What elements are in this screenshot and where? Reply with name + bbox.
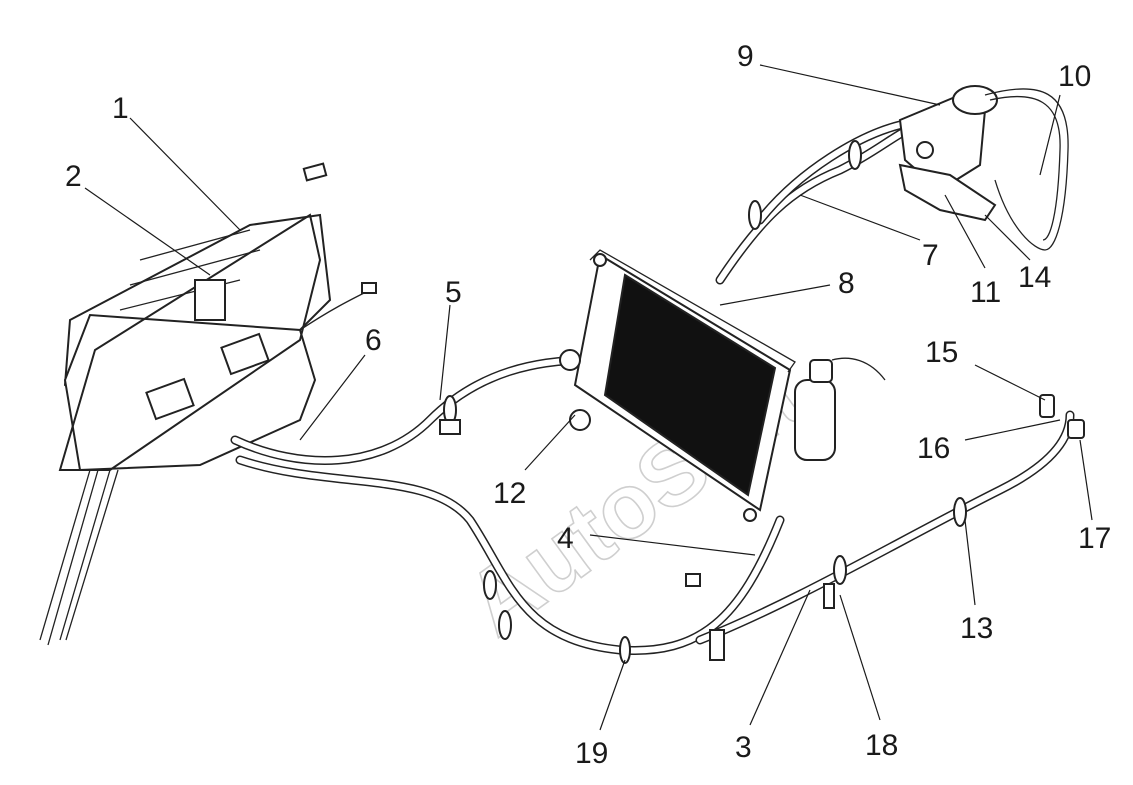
hvac-unit [58,162,377,472]
callout-16: 16 [917,432,950,465]
callout-19: 19 [575,737,608,770]
callout-5: 5 [445,276,462,309]
callout-8: 8 [838,267,855,300]
callout-labels: 1 2 3 4 5 6 7 8 9 10 11 12 13 14 15 16 1… [65,40,1111,770]
drain-tubes [39,469,119,646]
compressor [898,85,1069,251]
leader-lines [84,64,1093,731]
callout-7: 7 [922,239,939,272]
callout-15: 15 [925,336,958,369]
callout-3: 3 [735,731,752,764]
condenser [559,249,796,522]
callout-18: 18 [865,729,898,762]
callout-13: 13 [960,612,993,645]
hose-clamps [439,140,967,664]
callout-12: 12 [493,477,526,510]
callout-14: 14 [1018,261,1051,294]
callout-10: 10 [1058,60,1091,93]
receiver-drier [794,357,886,461]
callout-9: 9 [737,40,754,73]
callout-2: 2 [65,160,82,193]
callout-6: 6 [365,324,382,357]
refrigerant-hoses [230,120,1075,655]
callout-11: 11 [970,276,1001,309]
service-fittings [1039,394,1085,439]
callout-1: 1 [112,92,129,125]
callout-4: 4 [557,522,574,555]
callout-17: 17 [1078,522,1111,555]
